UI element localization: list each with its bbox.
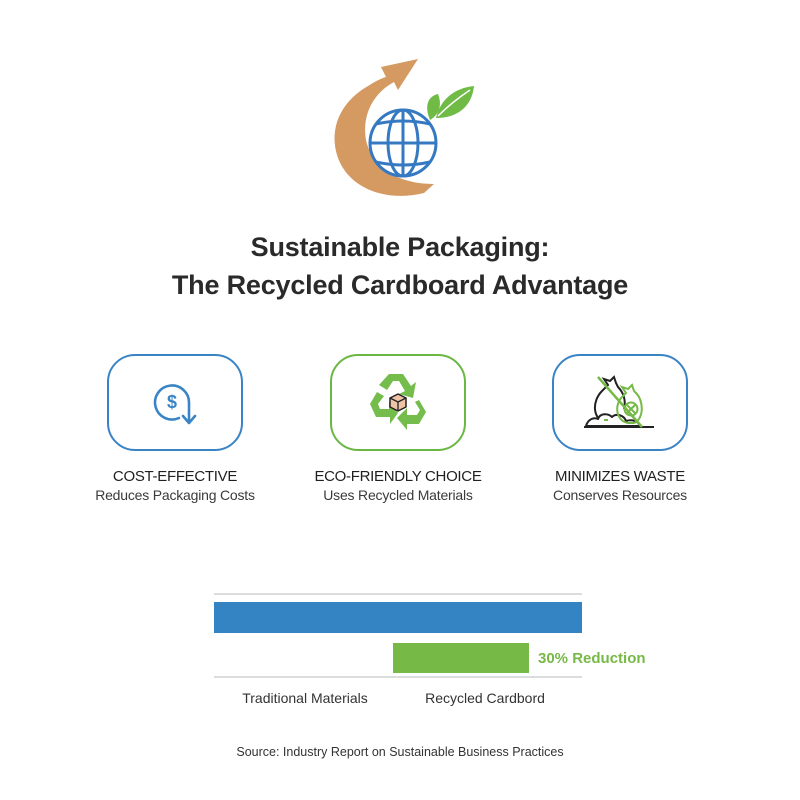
feature-title: ECO-FRIENDLY CHOICE [314,468,482,485]
recycle-globe-leaf-icon [328,50,478,210]
leaf-icon [427,86,474,120]
bar-recycled-cardboard [393,643,529,673]
axis-label-traditional: Traditional Materials [242,690,368,706]
feature-title: MINIMIZES WASTE [555,468,685,485]
feature-subtitle: Uses Recycled Materials [323,487,473,503]
title-line-2: The Recycled Cardboard Advantage [171,270,629,300]
reduction-annotation: 30% Reduction [538,650,646,667]
feature-minimizes-waste: MINIMIZES WASTE Conserves Resources [500,354,740,503]
title-line-1: Sustainable Packaging: [250,232,550,262]
feature-icon-box: $ [107,354,243,451]
globe-icon [368,108,438,178]
chart-gridline-bottom [214,676,582,678]
feature-icon-box [330,354,466,451]
no-waste-bags-icon [584,374,654,428]
feature-eco-friendly: ECO-FRIENDLY CHOICE Uses Recycled Materi… [278,354,518,503]
feature-cost-effective: $ COST-EFFECTIVE Reduces Packaging Costs [55,354,295,503]
feature-title: COST-EFFECTIVE [112,468,238,485]
cost-reduction-dollar-icon: $ [153,383,197,424]
feature-subtitle: Conserves Resources [553,487,687,503]
feature-subtitle: Reduces Packaging Costs [95,487,255,503]
chart-gridline-top [214,593,582,595]
box-icon [389,392,407,412]
bar-traditional-materials [214,602,582,633]
cardboard-arrow-icon [334,59,434,196]
feature-icon-box [552,354,688,451]
recycle-box-icon [370,373,426,430]
axis-label-recycled: Recycled Cardbord [425,690,545,706]
page-title: Sustainable Packaging: The Recycled Card… [0,228,800,304]
source-note: Source: Industry Report on Sustainable B… [236,745,564,759]
svg-text:$: $ [167,392,177,412]
